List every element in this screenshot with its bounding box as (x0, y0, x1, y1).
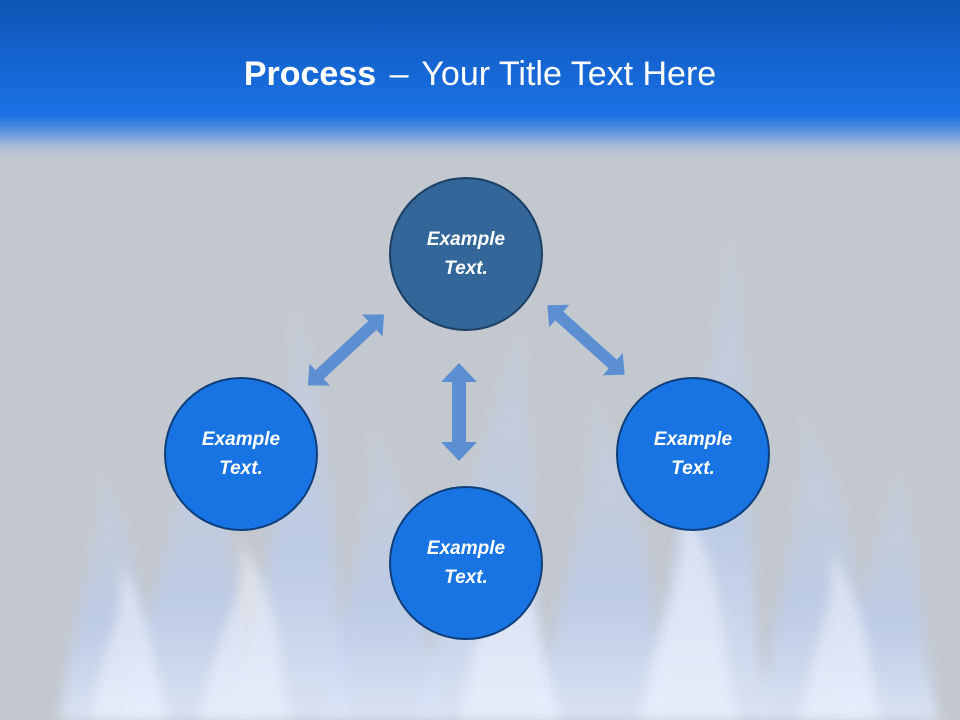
node-top-line1: Example (426, 229, 506, 250)
title-rest-part: Your Title Text Here (421, 55, 717, 93)
slide-title: Process – Your Title Text Here (0, 52, 960, 96)
process-node-left: Example Text. (164, 377, 318, 531)
title-separator: – (389, 55, 409, 93)
process-node-bottom: Example Text. (389, 486, 543, 640)
node-bottom-line1: Example (426, 538, 506, 559)
title-bold-part: Process (243, 55, 377, 93)
node-right-line2: Text. (671, 458, 715, 479)
process-node-right: Example Text. (616, 377, 770, 531)
node-left-line1: Example (201, 429, 281, 450)
node-bottom-line2: Text. (444, 567, 488, 588)
node-right-line1: Example (653, 429, 733, 450)
node-left-line2: Text. (219, 458, 263, 479)
node-top-line2: Text. (444, 258, 488, 279)
process-node-top: Example Text. (389, 177, 543, 331)
title-banner (0, 0, 960, 160)
